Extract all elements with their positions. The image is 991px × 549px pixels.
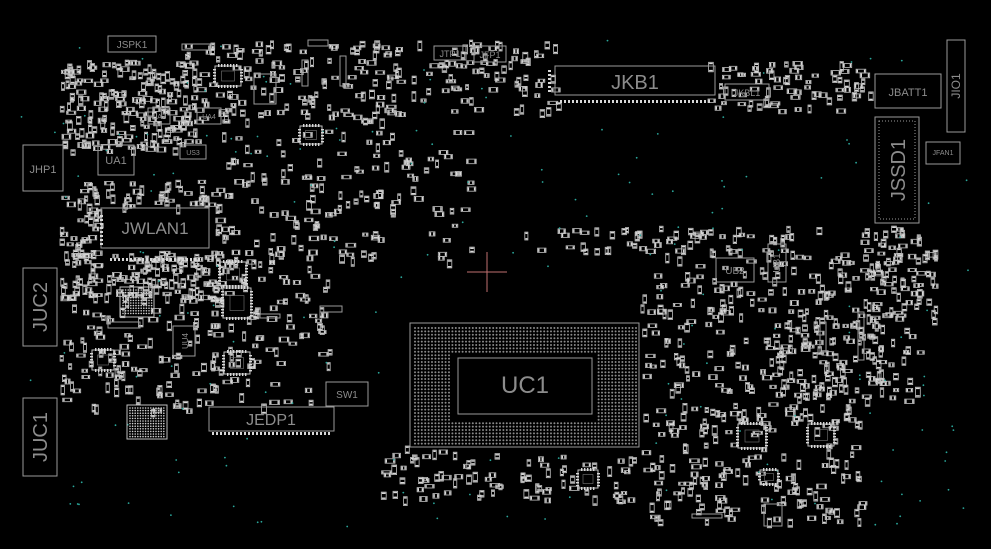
component-ub2[interactable]: UB2: [715, 257, 755, 283]
label-juc2: JUC2: [30, 282, 52, 332]
label-ub2: UB2: [725, 266, 745, 277]
uc1-ball-grid: [414, 327, 637, 445]
component-juc1[interactable]: JUC1: [22, 397, 58, 477]
label-ua1: UA1: [105, 155, 126, 167]
component-jspk1[interactable]: JSPK1: [107, 35, 157, 53]
label-uu4: UU4: [181, 332, 190, 349]
component-ua4[interactable]: UA4: [196, 107, 222, 125]
label-juc1: JUC1: [30, 412, 52, 462]
label-ua2: UA2: [152, 114, 166, 121]
label-jkb1: JKB1: [611, 72, 659, 94]
label-uc1: UC1: [501, 372, 549, 399]
ic-chips: [90, 64, 836, 490]
component-jkb1[interactable]: JKB1: [554, 65, 716, 96]
component-sw1[interactable]: SW1: [325, 381, 369, 407]
label-ua4: UA4: [202, 114, 216, 121]
crosshair-cursor: [467, 252, 507, 292]
label-jfp1: JFP1: [479, 50, 500, 60]
vias: [20, 39, 969, 528]
component-jbatt1[interactable]: JBATT1: [874, 73, 942, 109]
label-jfan1: JFAN1: [932, 150, 953, 157]
component-us3[interactable]: US3: [179, 144, 207, 160]
component-uc1[interactable]: UC1: [409, 322, 640, 448]
label-jwlan1: JWLAN1: [121, 219, 188, 238]
component-juc2[interactable]: JUC2: [22, 267, 58, 347]
label-ub1: UB1: [772, 253, 783, 273]
label-jio1: JIO1: [949, 73, 963, 99]
component-jedp1[interactable]: JEDP1: [208, 406, 335, 432]
component-ua1[interactable]: UA1: [97, 144, 135, 176]
component-jkbl1[interactable]: JKBL1: [724, 83, 770, 101]
label-jbatt1: JBATT1: [889, 87, 928, 99]
label-jtp1: JTP1: [439, 49, 460, 59]
passive-components: [59, 39, 939, 529]
label-jhp1: JHP1: [30, 164, 57, 176]
component-uu4[interactable]: UU4: [172, 325, 196, 357]
component-jhp1[interactable]: JHP1: [22, 144, 64, 192]
label-jssd1: JSSD1: [888, 139, 910, 201]
component-jio1[interactable]: JIO1: [946, 39, 966, 133]
component-jfp1[interactable]: JFP1: [473, 45, 507, 63]
component-jssd1[interactable]: JSSD1: [874, 116, 920, 224]
component-jtp1[interactable]: JTP1: [433, 45, 467, 61]
label-sw1: SW1: [336, 390, 358, 401]
component-ub1[interactable]: UB1: [767, 243, 787, 283]
component-jfan1[interactable]: JFAN1: [925, 141, 961, 165]
label-jkbl1: JKBL1: [734, 88, 761, 98]
label-us3: US3: [186, 150, 200, 157]
long-parts: [107, 39, 865, 527]
label-jspk1: JSPK1: [117, 40, 148, 51]
label-jedp1: JEDP1: [246, 412, 296, 429]
component-ua2[interactable]: UA2: [147, 107, 171, 125]
